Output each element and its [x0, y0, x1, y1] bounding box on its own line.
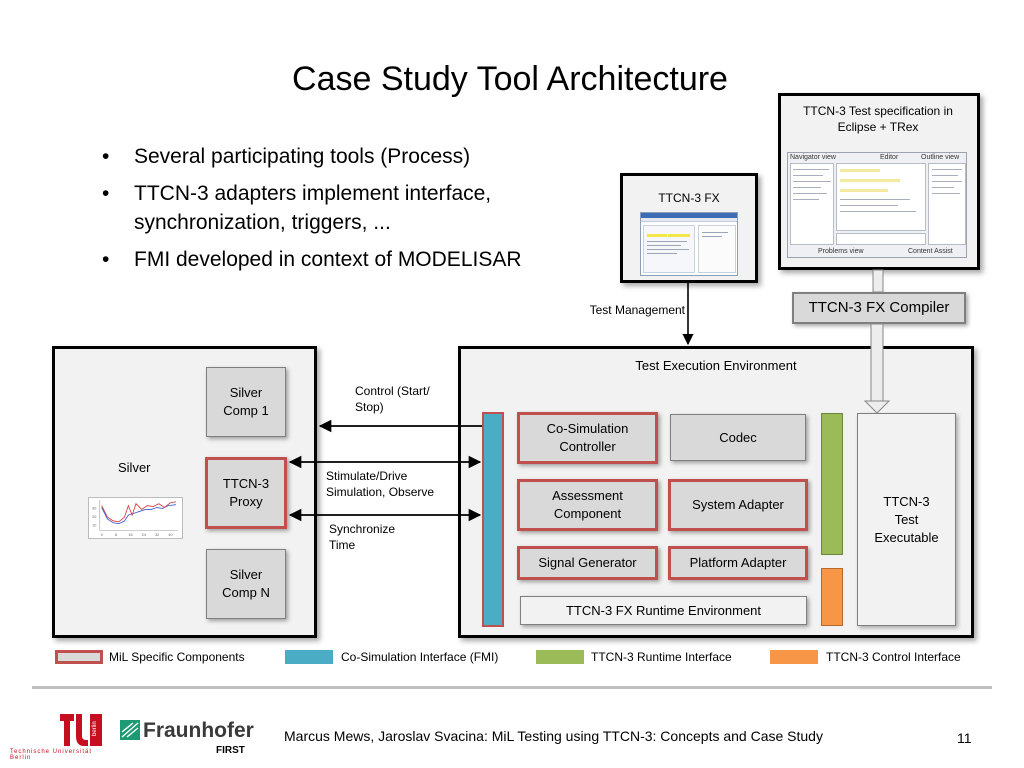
plot-x-tick: 0 — [101, 533, 103, 537]
bullet-list: Several participating tools (Process) TT… — [100, 142, 580, 282]
assessment-component: Assessment Component — [517, 479, 658, 531]
tee-label: Test Execution Environment — [635, 358, 797, 373]
eclipse-editor-label: Editor — [880, 154, 899, 161]
ttcn3-fx-label: TTCN-3 FX — [658, 191, 720, 205]
compiler-label: TTCN-3 FX Compiler — [808, 299, 950, 316]
eclipse-content-assist-label: Content Assist — [908, 248, 953, 255]
tu-berlin-logo-text: Technische Universität Berlin — [10, 749, 93, 761]
fraunhofer-logo — [120, 720, 140, 740]
compiler-pipe-top — [872, 269, 884, 293]
plot-x-tick: 16 — [128, 533, 132, 537]
co-simulation-controller: Co-Simulation Controller — [517, 412, 658, 464]
signal-generator: Signal Generator — [517, 546, 658, 580]
platform-adapter: Platform Adapter — [668, 546, 808, 580]
footer-divider — [32, 686, 992, 689]
legend-label-mil: MiL Specific Components — [109, 650, 245, 664]
legend-swatch-mil — [55, 650, 103, 664]
plot-x-tick: 8 — [115, 533, 117, 537]
runtime-interface-bar — [821, 413, 843, 555]
system-adapter: System Adapter — [668, 479, 808, 531]
fraunhofer-logo-text: Fraunhofer — [143, 719, 254, 742]
eclipse-screenshot: Navigator view Editor Outline view Probl… — [787, 152, 967, 258]
legend-label-runtime: TTCN-3 Runtime Interface — [591, 650, 732, 664]
plot-x-tick: 40 — [168, 533, 172, 537]
codec: Codec — [670, 414, 806, 461]
ttcn3-test-executable: TTCN-3 Test Executable — [857, 413, 956, 626]
silver-plot-thumbnail: 30 20 10 0 8 16 24 32 40 — [88, 497, 183, 539]
legend-swatch-fmi — [285, 650, 333, 664]
stimulate-label: Stimulate/Drive Simulation, Observe — [326, 469, 435, 499]
tu-berlin-logo: berlin — [58, 712, 108, 748]
eclipse-trex-label: TTCN-3 Test specification in Eclipse + T… — [803, 104, 953, 134]
legend-label-fmi: Co-Simulation Interface (FMI) — [341, 650, 499, 664]
silver-label: Silver — [118, 460, 151, 475]
fraunhofer-first-text: FIRST — [216, 745, 245, 756]
synchronize-label: Synchronize Time — [329, 522, 396, 552]
plot-x-tick: 24 — [142, 533, 146, 537]
ttcn3-fx-screenshot — [640, 212, 738, 276]
page-number: 11 — [957, 730, 972, 746]
legend-swatch-runtime — [536, 650, 584, 664]
eclipse-outline-label: Outline view — [921, 154, 960, 161]
compiler-pipe-arrowhead — [863, 400, 891, 414]
silver-comp-n: Silver Comp N — [206, 549, 286, 619]
plot-y-tick: 10 — [92, 524, 96, 528]
compiler-pipe-bottom — [870, 323, 884, 403]
silver-comp-1: Silver Comp 1 — [206, 367, 286, 437]
plot-y-tick: 30 — [92, 506, 96, 510]
plot-x-tick: 32 — [155, 533, 159, 537]
fmi-interface-bar — [482, 412, 504, 627]
ttcn3-proxy: TTCN-3 Proxy — [205, 457, 287, 529]
bullet-item: TTCN-3 adapters implement interface, syn… — [100, 179, 580, 237]
eclipse-navigator-label: Navigator view — [790, 154, 836, 161]
plot-y-tick: 20 — [92, 515, 96, 519]
eclipse-problems-label: Problems view — [818, 248, 864, 255]
control-interface-bar — [821, 568, 843, 626]
slide-title: Case Study Tool Architecture — [292, 60, 728, 98]
ttcn3-fx-compiler: TTCN-3 FX Compiler — [792, 292, 966, 324]
tu-berlin-badge-text: berlin — [92, 721, 98, 736]
legend-label-control: TTCN-3 Control Interface — [826, 650, 961, 664]
control-label: Control (Start/ Stop) — [355, 384, 430, 414]
bullet-item: FMI developed in context of MODELISAR — [100, 245, 580, 274]
legend-swatch-control — [770, 650, 818, 664]
footer-citation: Marcus Mews, Jaroslav Svacina: MiL Testi… — [284, 728, 823, 744]
bullet-item: Several participating tools (Process) — [100, 142, 580, 171]
test-management-label: Test Management — [589, 303, 685, 317]
ttcn3-fx-runtime-environment: TTCN-3 FX Runtime Environment — [520, 596, 807, 625]
